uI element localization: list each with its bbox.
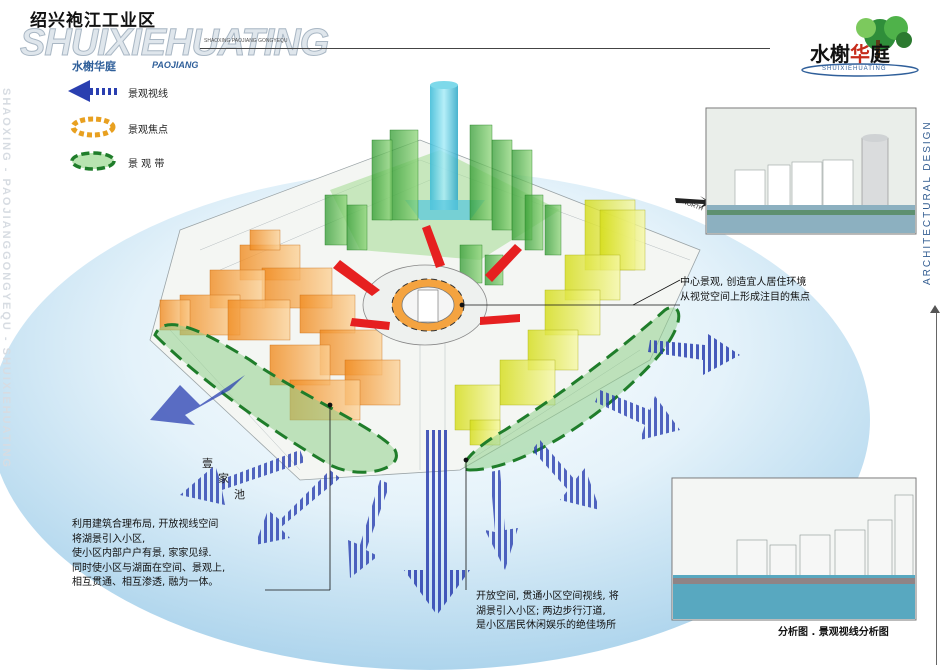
note-bottom-line-3: 是小区居民休闲娱乐的绝佳场所 — [476, 620, 616, 631]
tower-building — [405, 81, 485, 220]
figure-caption: 分析图 . 景观视线分析图 — [778, 627, 889, 638]
lake-label-2: 家 — [218, 472, 229, 485]
photo-bottom — [671, 477, 917, 621]
note-left-line-5: 相互贯通、相互渗透, 融为一体。 — [72, 577, 219, 588]
vertical-left-text: SHAOXING - PAOJIANGGONGYEQU - SHUIXIEHUA… — [0, 88, 12, 469]
lake-label-1: 壹 — [202, 457, 213, 470]
note-bottom-line-2: 湖景引入小区; 两边步行汀道, — [476, 605, 606, 617]
landscape-belts — [153, 306, 681, 474]
view-arrows — [150, 332, 740, 615]
photo-top — [705, 107, 917, 235]
logo-text: 水榭华庭 — [810, 38, 890, 67]
note-bottom: 开放空间, 贯通小区空间视线, 将 湖景引入小区; 两边步行汀道, 是小区居民休… — [476, 590, 619, 634]
lake-label-3: 池 — [234, 488, 245, 501]
note-left-line-3: 使小区内部户户有景, 家家见绿. — [72, 548, 212, 559]
vertical-right-text: ARCHITECTURAL DESIGN — [922, 120, 933, 285]
arrow-up-icon — [930, 305, 940, 313]
right-rule — [936, 310, 937, 665]
note-left-line-1: 利用建筑合理布局, 开放视线空间 — [72, 519, 219, 530]
logo-text-1: 水榭 — [810, 42, 850, 66]
logo-text-2: 华 — [850, 42, 870, 66]
logo-sub: SHUIXIEHUATING — [822, 66, 887, 72]
note-left-line-4: 同时使小区与湖面在空间、景观上, — [72, 562, 226, 574]
legend-arrow-icon — [68, 80, 118, 102]
logo-mark — [801, 16, 919, 77]
project-title: 绍兴袍江工业区 — [30, 11, 156, 31]
legend-label-focus: 景观焦点 — [128, 125, 168, 136]
header-small-caps: SHAOXING PAOJIANG GONGYEQU — [204, 38, 288, 44]
brand-sub: PAOJIANG — [152, 60, 199, 70]
legend-focus-ring-icon — [70, 116, 116, 138]
brand-chinese: 水榭华庭 — [72, 60, 116, 73]
header-rule — [200, 48, 770, 49]
note-center: 中心景观, 创造宜人居住环境 从视觉空间上形成注目的焦点 — [680, 276, 810, 305]
note-bottom-line-1: 开放空间, 贯通小区空间视线, 将 — [476, 591, 619, 602]
logo-text-3: 庭 — [870, 42, 890, 66]
legend-label-belt: 景 观 带 — [128, 159, 165, 170]
north-arrow-icon — [675, 196, 712, 208]
legend-label-view-line: 景观视线 — [128, 89, 168, 100]
note-left: 利用建筑合理布局, 开放视线空间 将湖景引入小区, 使小区内部户户有景, 家家见… — [72, 518, 225, 591]
note-center-line-2: 从视觉空间上形成注目的焦点 — [680, 291, 810, 303]
note-center-line-1: 中心景观, 创造宜人居住环境 — [680, 277, 807, 288]
brand-latin-logo: SHUIXIEHUATING — [19, 22, 329, 65]
note-left-line-2: 将湖景引入小区, — [72, 533, 146, 545]
legend-green-belt-icon — [70, 151, 116, 171]
